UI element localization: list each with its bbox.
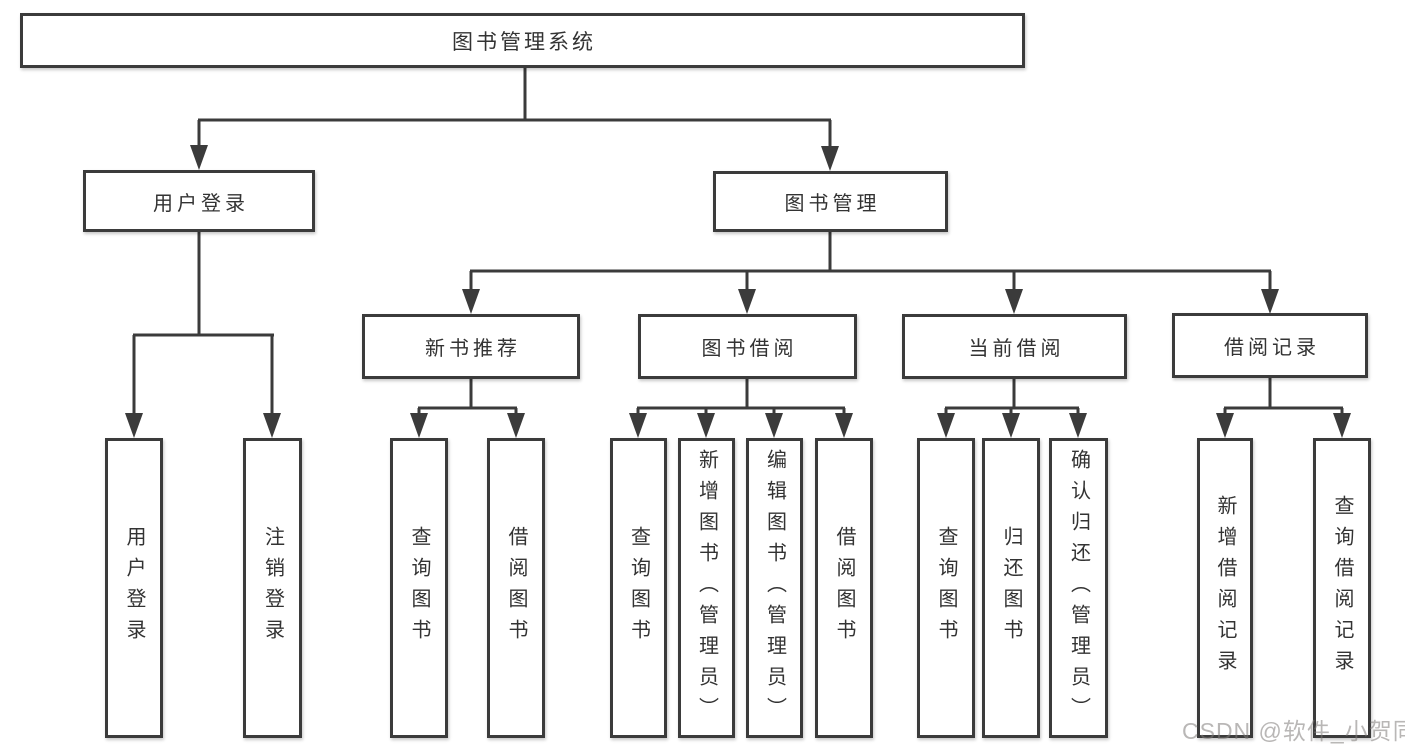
node-borrow-records: 借阅记录: [1172, 313, 1368, 378]
node-new-book-recommend: 新书推荐: [362, 314, 580, 379]
leaf-logout: 注销登录: [243, 438, 302, 738]
node-library-system: 图书管理系统: [20, 13, 1025, 68]
node-label: 借阅图书: [505, 526, 527, 650]
node-label: 查询图书: [627, 526, 650, 650]
leaf-return-books: 归还图书: [982, 438, 1040, 738]
node-label: 图书管理: [784, 193, 881, 215]
node-label: 用户登录: [123, 526, 145, 650]
node-book-management: 图书管理: [713, 171, 948, 232]
leaf-borrow-books-recommend: 借阅图书: [487, 438, 545, 738]
leaf-confirm-return-admin: 确认归还（管理员）: [1049, 438, 1108, 738]
leaf-query-borrow-record: 查询借阅记录: [1313, 438, 1371, 738]
node-label: 新增借阅记录: [1214, 495, 1236, 681]
node-label: 归还图书: [1000, 526, 1022, 650]
node-label: 查询图书: [935, 526, 957, 650]
node-book-borrow: 图书借阅: [638, 314, 857, 379]
node-user-login: 用户登录: [83, 170, 315, 232]
node-label: 图书管理系统: [452, 30, 596, 54]
leaf-query-books-recommend: 查询图书: [390, 438, 448, 738]
leaf-add-books-admin: 新增图书（管理员）: [678, 438, 735, 738]
node-label: 用户登录: [153, 192, 249, 215]
node-label: 新增图书（管理员）: [695, 448, 718, 728]
node-label: 查询借阅记录: [1331, 495, 1353, 681]
node-label: 编辑图书（管理员）: [763, 448, 786, 728]
leaf-query-books-borrow: 查询图书: [610, 438, 667, 738]
node-label: 注销登录: [261, 526, 284, 650]
leaf-user-login: 用户登录: [105, 438, 163, 738]
node-label: 新书推荐: [425, 338, 521, 360]
node-current-borrow: 当前借阅: [902, 314, 1127, 379]
node-label: 确认归还（管理员）: [1067, 448, 1090, 728]
node-label: 当前借阅: [968, 338, 1065, 360]
leaf-borrow-books: 借阅图书: [815, 438, 873, 738]
node-label: 查询图书: [408, 526, 430, 650]
csdn-watermark: CSDN @软件_小贺同学: [1182, 718, 1405, 744]
node-label: 图书借阅: [701, 338, 798, 360]
leaf-edit-books-admin: 编辑图书（管理员）: [746, 438, 803, 738]
node-label: 借阅图书: [833, 526, 855, 650]
node-label: 借阅记录: [1224, 337, 1320, 359]
leaf-add-borrow-record: 新增借阅记录: [1197, 438, 1253, 738]
leaf-query-books-current: 查询图书: [917, 438, 975, 738]
